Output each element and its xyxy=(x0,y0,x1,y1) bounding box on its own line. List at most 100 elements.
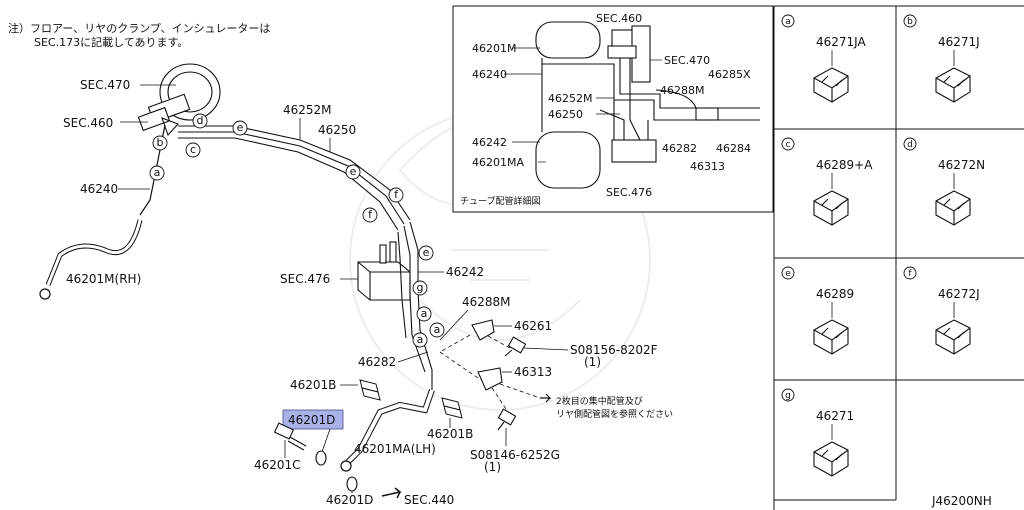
label-46201c: 46201C xyxy=(254,458,301,472)
label-46201m-rh: 46201M(RH) xyxy=(66,272,141,286)
washer-46201d-bottom xyxy=(346,476,358,492)
part-cell-c: c 46289+A xyxy=(781,137,873,226)
inset-sec460: SEC.460 xyxy=(596,12,642,25)
callout-a4: a xyxy=(434,323,441,336)
label-46288m: 46288M xyxy=(462,295,511,309)
part-letter: f xyxy=(908,269,912,279)
inset-caption: チューブ配管詳細図 xyxy=(460,195,540,207)
inset-46288m: 46288M xyxy=(660,84,704,97)
clip-drawing xyxy=(813,190,849,226)
abs-actuator xyxy=(357,241,411,301)
callout-e2: e xyxy=(350,165,357,178)
label-bolt-08156-qty: (1) xyxy=(584,355,601,369)
part-number: 46272J xyxy=(938,287,980,301)
callout-circles xyxy=(149,113,445,348)
ref-note-line-2: リヤ側配管図を参照ください xyxy=(556,408,673,420)
label-46250: 46250 xyxy=(318,123,356,137)
part-letter-circle xyxy=(781,14,795,28)
label-sec460: SEC.460 xyxy=(63,116,113,130)
clip-drawing xyxy=(935,67,971,103)
part-cell-g: g 46271 xyxy=(781,388,854,477)
inset-46285x: 46285X xyxy=(708,68,751,81)
part-letter: d xyxy=(907,140,913,150)
callout-f2: f xyxy=(368,208,373,221)
callout-e3: e xyxy=(423,246,430,259)
callout-b: b xyxy=(157,136,164,149)
part-letter-circle xyxy=(781,266,795,280)
part-letter: g xyxy=(785,391,791,401)
label-46201ma-lh: 46201MA(LH) xyxy=(354,442,436,456)
part-letter-circle xyxy=(781,388,795,402)
part-letter-circle xyxy=(903,137,917,151)
label-bolt-08146: S08146-6252G xyxy=(470,448,560,462)
inset-46252m: 46252M xyxy=(548,92,592,105)
label-46282: 46282 xyxy=(358,355,396,369)
inset-46313: 46313 xyxy=(690,160,725,173)
note-line-1: 注）フロアー、リヤのクランプ、インシュレーターは xyxy=(8,21,270,35)
inset-46201ma: 46201MA xyxy=(472,156,524,169)
label-sec476: SEC.476 xyxy=(280,272,330,286)
part-cell-b: b 46271J xyxy=(903,14,980,103)
label-46240: 46240 xyxy=(80,182,118,196)
part-number: 46271 xyxy=(816,409,854,423)
inset-sec470: SEC.470 xyxy=(664,54,710,67)
part-letter-circle xyxy=(781,137,795,151)
washer-46201d xyxy=(315,450,327,466)
part-letter: b xyxy=(907,17,913,27)
part-letter: e xyxy=(785,269,791,279)
label-sec470: SEC.470 xyxy=(80,78,130,92)
callout-a1: a xyxy=(154,166,161,179)
part-cell-f: f 46272J xyxy=(903,266,980,355)
label-46201b-left: 46201B xyxy=(290,378,336,392)
label-46242: 46242 xyxy=(446,265,484,279)
label-sec440: SEC.440 xyxy=(404,493,454,507)
banjo-bolt-46201c xyxy=(273,422,307,451)
clip-drawing xyxy=(813,441,849,477)
ref-note-line-1: 2枚目の集中配管及び xyxy=(556,395,643,407)
callout-a2: a xyxy=(421,307,428,320)
label-46201d-bottom: 46201D xyxy=(326,493,373,507)
part-letter-circle xyxy=(903,266,917,280)
part-number: 46271J xyxy=(938,35,980,49)
callout-a3: a xyxy=(417,333,424,346)
part-number: 46289+A xyxy=(816,158,873,172)
part-letter: c xyxy=(786,140,791,150)
callout-g: g xyxy=(417,281,424,294)
label-bolt-08156: S08156-8202F xyxy=(570,343,658,357)
clip-drawing xyxy=(935,190,971,226)
inset-46240: 46240 xyxy=(472,68,507,81)
inset-46282: 46282 xyxy=(662,142,697,155)
clip-46201b-right xyxy=(441,397,463,419)
diagram-code: J46200NH xyxy=(931,494,992,508)
label-46261: 46261 xyxy=(514,319,552,333)
label-46252m: 46252M xyxy=(283,103,332,117)
label-46201b-right: 46201B xyxy=(427,427,473,441)
label-46313: 46313 xyxy=(514,365,552,379)
bolt-08146 xyxy=(497,408,517,431)
clip-drawing xyxy=(813,67,849,103)
block-46313 xyxy=(477,367,503,391)
part-number: 46271JA xyxy=(816,35,867,49)
inset-46250: 46250 xyxy=(548,108,583,121)
label-46201d-highlight[interactable]: 46201D xyxy=(288,413,335,427)
highlight-46201d[interactable] xyxy=(282,409,344,430)
inset-sec476: SEC.476 xyxy=(606,186,652,199)
clip-drawing xyxy=(813,319,849,355)
booster-master-cylinder xyxy=(137,63,221,137)
callout-f1: f xyxy=(394,188,399,201)
part-number: 46272N xyxy=(938,158,985,172)
inset-46201m: 46201M xyxy=(472,42,516,55)
callout-c: c xyxy=(190,143,196,156)
callout-d: d xyxy=(197,114,204,127)
clip-drawing xyxy=(935,319,971,355)
inset-46242: 46242 xyxy=(472,136,507,149)
part-letter-circle xyxy=(903,14,917,28)
bolt-08156 xyxy=(504,336,527,357)
part-number: 46289 xyxy=(816,287,854,301)
clip-46201b-left xyxy=(359,379,381,401)
inset-46284: 46284 xyxy=(716,142,751,155)
part-cell-d: d 46272N xyxy=(903,137,985,226)
